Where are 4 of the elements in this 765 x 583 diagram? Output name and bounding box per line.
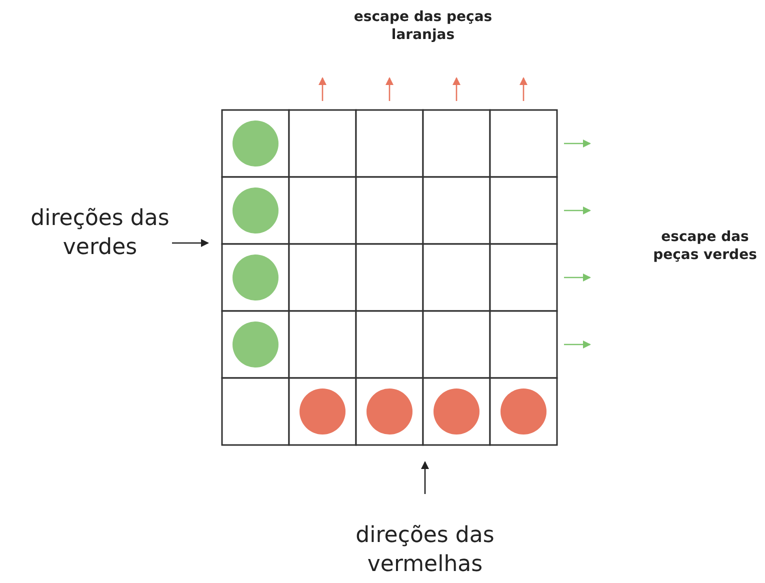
annotation-text: escape das peças verdes [652, 228, 758, 264]
annotation-text: direções das vermelhas [354, 522, 496, 579]
annotation-text: escape das peças laranjas [353, 8, 493, 44]
annotation-text: direções das verdes [30, 205, 170, 262]
